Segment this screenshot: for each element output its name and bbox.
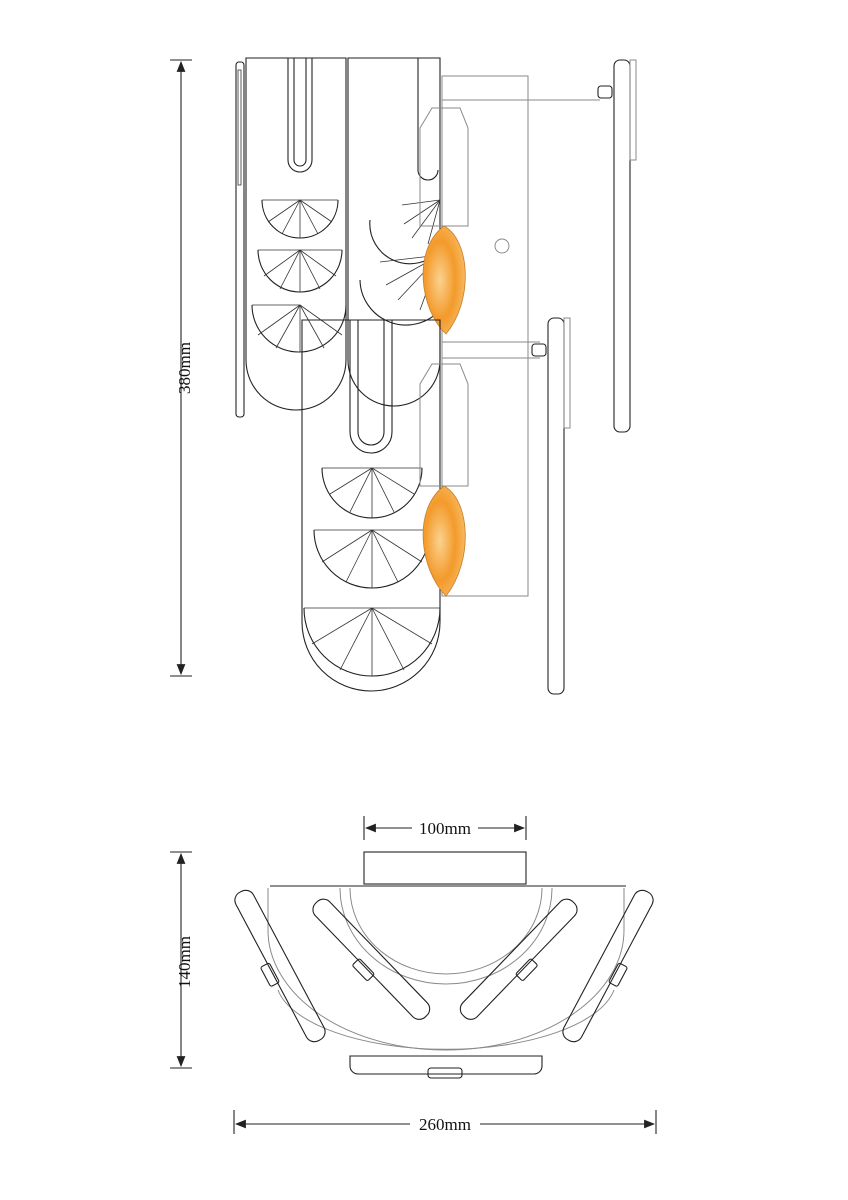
- glass-bar-outer-right: [562, 889, 654, 1043]
- dimension-width-top: 100mm: [363, 816, 527, 840]
- dimension-label-width-top: 100mm: [419, 819, 471, 838]
- glass-bar-near-right: [531, 317, 571, 695]
- bulb-socket-upper: [419, 107, 469, 227]
- dimension-width-bottom: 260mm: [233, 1110, 657, 1134]
- bottom-plate: [349, 1055, 543, 1079]
- glass-panel-upper-right: [347, 57, 441, 407]
- glass-bar-inner-left: [312, 898, 431, 1020]
- dimension-label-width-bottom: 260mm: [419, 1115, 471, 1134]
- dimension-label-height-side: 380mm: [175, 342, 194, 394]
- glass-bar-outer-left: [234, 889, 326, 1043]
- dimension-label-height-bottom: 140mm: [175, 936, 194, 988]
- bulb-socket-lower: [419, 341, 540, 487]
- glass-panel-lower: [301, 319, 441, 692]
- bulb-upper: [422, 225, 466, 335]
- glass-bar-far-right: [597, 59, 637, 433]
- bowl-outer: [267, 888, 625, 1051]
- side-view: 380mm: [170, 57, 637, 695]
- front-view: 100mm 140mm: [170, 816, 657, 1134]
- dimension-height-side: 380mm: [170, 59, 194, 677]
- ceiling-canopy: [363, 851, 527, 885]
- bulb-lower: [422, 485, 466, 597]
- glass-panel-upper-left: [245, 57, 347, 411]
- dimension-height-bottom: 140mm: [170, 851, 194, 1069]
- glass-bar-inner-right: [459, 898, 578, 1020]
- bowl-inner: [339, 887, 553, 985]
- left-rod: [235, 61, 245, 418]
- backplate-outline: [441, 75, 600, 597]
